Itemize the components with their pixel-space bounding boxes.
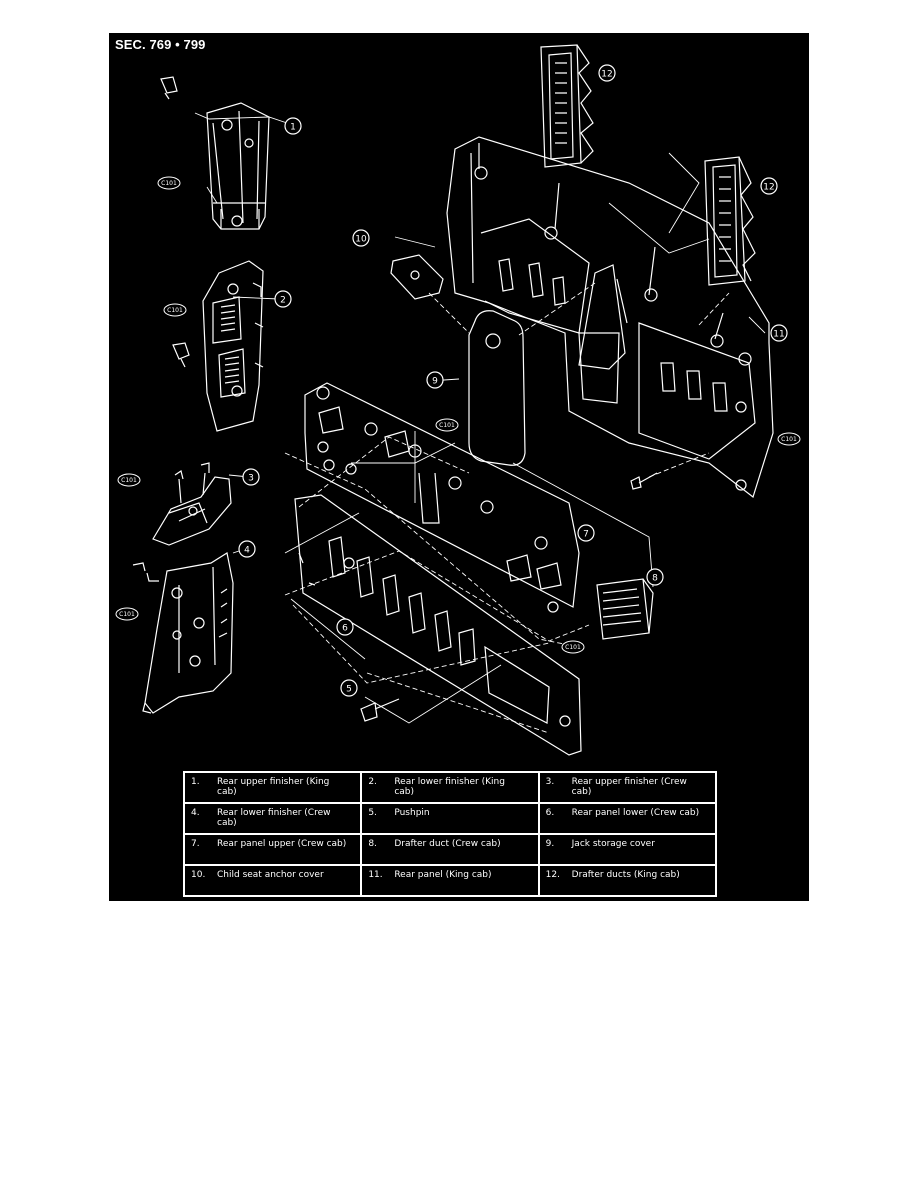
svg-text:C101: C101 [167, 307, 183, 314]
part-1-rear-upper-finisher-king [160, 76, 270, 230]
svg-text:11: 11 [773, 330, 784, 340]
part-2-rear-lower-finisher-king [172, 260, 264, 432]
part-7-rear-panel-upper-crew [304, 382, 580, 613]
svg-text:C101: C101 [119, 611, 135, 618]
svg-text:4: 4 [244, 546, 250, 556]
legend-row: 7. Rear panel upper (Crew cab) 8. Drafter … [182, 833, 718, 866]
legend-text: Pushpin [394, 808, 430, 818]
callout-1: 1 [284, 117, 302, 135]
legend-text: Rear lower finisher (Crew cab) [217, 808, 331, 828]
svg-text:C101: C101 [161, 180, 177, 187]
svg-text:10: 10 [355, 235, 367, 245]
exploded-parts-diagram: 1 2 3 4 5 6 7 8 9 10 11 12 12 C101 C101 … [115, 44, 801, 756]
callout-6: 6 [336, 618, 354, 636]
legend-number: 4. [191, 808, 200, 818]
callout-12b: 12 [760, 177, 778, 195]
legend-cell: 8. Drafter duct (Crew cab) [360, 833, 540, 866]
legend-text: Rear upper finisher (Crew cab) [571, 777, 687, 797]
legend-text: Rear panel upper (Crew cab) [217, 839, 347, 849]
part-4-rear-lower-finisher-crew [132, 552, 234, 714]
legend-row: 4. Rear lower finisher (Crew cab) 5. Pushp… [182, 802, 718, 835]
svg-text:1: 1 [290, 123, 296, 133]
part-12-drafter-ducts-king [540, 44, 756, 286]
svg-text:12: 12 [601, 70, 612, 80]
legend-cell: 2. Rear lower finisher (King cab) [360, 771, 540, 804]
legend-text: Rear panel (King cab) [394, 870, 492, 880]
section-title: SEC. 769 • 799 [115, 37, 206, 52]
legend-number: 6. [545, 808, 555, 818]
svg-text:12: 12 [763, 183, 774, 193]
legend-row: 1. Rear upper finisher (King cab) 2. Rear … [182, 771, 718, 804]
callout-4: 4 [238, 540, 256, 558]
legend-cell: 5. Pushpin [360, 802, 540, 835]
part-11-rear-panel-king [446, 136, 774, 499]
svg-text:3: 3 [248, 474, 254, 484]
legend-number: 8. [368, 839, 377, 849]
legend-cell: 3. Rear upper finisher (Crew cab) [537, 771, 718, 804]
legend-cell: 6. Rear panel lower (Crew cab) [537, 802, 718, 835]
legend-text: Child seat anchor cover [217, 870, 324, 880]
part-6-rear-panel-lower-crew [294, 494, 582, 756]
connector-ref-c101: C101 [435, 418, 459, 432]
legend-number: 10. [191, 870, 206, 880]
callout-2: 2 [274, 290, 292, 308]
legend-cell: 4. Rear lower finisher (Crew cab) [182, 802, 363, 835]
connector-ref-c101: C101 [561, 640, 585, 654]
solid-leader-lines [194, 112, 766, 724]
connector-ref-c101: C101 [157, 176, 181, 190]
legend-text: Rear upper finisher (King cab) [217, 777, 330, 797]
svg-text:C101: C101 [121, 477, 137, 484]
legend-cell: 10. Child seat anchor cover [182, 864, 363, 897]
legend-number: 1. [191, 777, 200, 787]
svg-text:7: 7 [583, 530, 589, 540]
legend-number: 12. [545, 870, 560, 880]
legend-text: Jack storage cover [571, 839, 655, 849]
connector-ref-c101: C101 [777, 432, 801, 446]
legend-number: 9. [545, 839, 555, 849]
svg-text:8: 8 [652, 574, 658, 584]
callout-5: 5 [340, 679, 358, 697]
callout-12a: 12 [598, 64, 616, 82]
part-3-rear-upper-finisher-crew [152, 462, 232, 546]
connector-ref-c101: C101 [163, 303, 187, 317]
svg-text:C101: C101 [781, 436, 797, 443]
legend-number: 3. [545, 777, 555, 787]
svg-text:9: 9 [432, 377, 438, 387]
assembly-leader-lines [284, 282, 730, 734]
legend-number: 2. [368, 777, 377, 787]
legend-cell: 9. Jack storage cover [537, 833, 718, 866]
svg-text:6: 6 [342, 624, 348, 634]
legend-cell: 1. Rear upper finisher (King cab) [182, 771, 363, 804]
part-10-child-seat-anchor-cover [390, 254, 444, 300]
part-9-jack-storage-cover [468, 310, 526, 466]
svg-text:2: 2 [280, 296, 286, 306]
legend-text: Drafter ducts (King cab) [571, 870, 680, 880]
legend-cell: 12. Drafter ducts (King cab) [537, 864, 718, 897]
legend-row: 10. Child seat anchor cover 11. Rear panel… [182, 864, 718, 897]
callout-10: 10 [352, 229, 370, 247]
callout-3: 3 [242, 468, 260, 486]
svg-text:C101: C101 [565, 644, 581, 651]
part-5-pushpin [360, 472, 658, 722]
callout-11: 11 [770, 324, 788, 342]
svg-text:5: 5 [346, 685, 352, 695]
legend-text: Rear panel lower (Crew cab) [571, 808, 700, 818]
callout-9: 9 [426, 371, 444, 389]
legend-cell: 11. Rear panel (King cab) [360, 864, 540, 897]
callout-8: 8 [646, 568, 664, 586]
legend-cell: 7. Rear panel upper (Crew cab) [182, 833, 363, 866]
parts-legend-table: 1. Rear upper finisher (King cab) 2. Rear … [182, 771, 718, 897]
legend-text: Rear lower finisher (King cab) [394, 777, 505, 797]
diagram-figure: SEC. 769 • 799 [109, 33, 809, 901]
connector-ref-c101: C101 [115, 607, 139, 621]
legend-number: 7. [191, 839, 200, 849]
legend-number: 11. [368, 870, 383, 880]
connector-ref-c101: C101 [117, 473, 141, 487]
part-8-drafter-duct-crew [596, 578, 654, 640]
svg-text:C101: C101 [439, 422, 455, 429]
legend-text: Drafter duct (Crew cab) [394, 839, 501, 849]
callout-7: 7 [577, 524, 595, 542]
legend-number: 5. [368, 808, 377, 818]
